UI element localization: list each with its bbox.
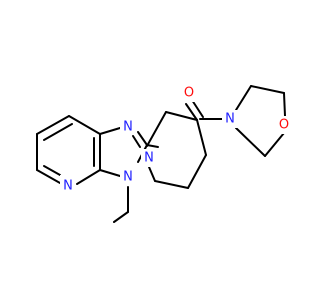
- bond: [264, 132, 285, 157]
- bond: [43, 165, 61, 176]
- bond: [185, 103, 198, 121]
- atom-label: N: [123, 170, 133, 185]
- atom-label: N: [144, 151, 154, 166]
- bond: [191, 99, 204, 118]
- bond: [43, 123, 73, 141]
- bond: [137, 131, 148, 146]
- atom-label: N: [63, 179, 73, 194]
- atom-labels: N N N N O N O: [60, 84, 292, 194]
- bond: [68, 115, 101, 135]
- atom-n-imidazole-top: N: [120, 117, 136, 135]
- bond: [283, 92, 286, 117]
- bond: [76, 169, 101, 185]
- molecule-structure: N N N N O N O: [36, 84, 292, 223]
- atom-n-morpholine: N: [222, 110, 238, 128]
- bond: [99, 169, 121, 177]
- bond: [146, 111, 167, 147]
- bond: [148, 166, 156, 182]
- atom-o-carbonyl: O: [181, 84, 197, 102]
- atom-label: O: [279, 118, 289, 133]
- bond: [154, 180, 189, 189]
- atom-label: N: [225, 112, 235, 127]
- bond: [36, 115, 70, 135]
- bond: [235, 127, 266, 157]
- bond: [36, 169, 61, 184]
- bond: [113, 211, 129, 223]
- atom-label: O: [184, 86, 194, 101]
- bond: [146, 144, 159, 148]
- bond: [165, 111, 198, 121]
- bond: [187, 154, 207, 189]
- bond: [235, 85, 252, 111]
- atom-label: N: [123, 120, 133, 135]
- atom-n-imidazole-methyl: N: [120, 168, 136, 186]
- bond: [250, 85, 285, 94]
- atom-o-morpholine: O: [276, 116, 292, 134]
- bond: [196, 119, 207, 156]
- atom-n-piperidine: N: [141, 149, 157, 167]
- bond: [99, 127, 121, 135]
- bond: [132, 135, 141, 148]
- bonds: [36, 85, 286, 223]
- atom-n-pyridine: N: [60, 175, 76, 194]
